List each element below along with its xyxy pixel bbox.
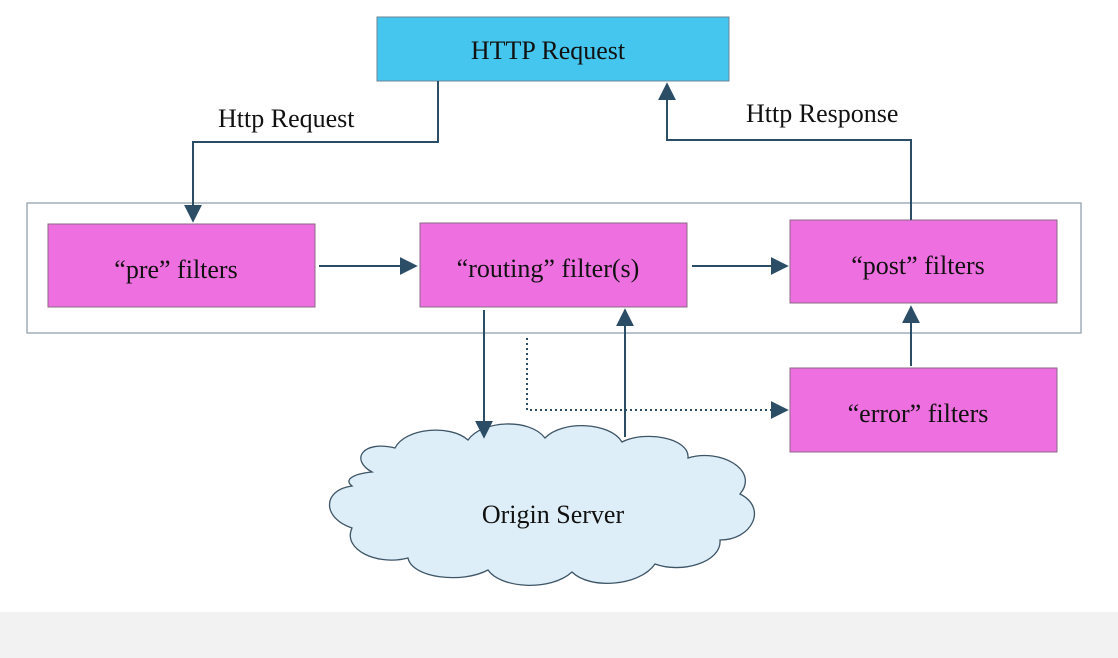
pre-filters-node: “pre” filters — [47, 223, 316, 308]
http-request-label: HTTP Request — [471, 36, 626, 65]
routing-filters-node: “routing” filter(s) — [419, 222, 688, 308]
edge-label-http-request: Http Request — [218, 104, 355, 133]
pre-filters-box — [47, 223, 316, 308]
http-request-box — [376, 16, 730, 82]
routing-filters-label: “routing” filter(s) — [457, 254, 640, 283]
post-filters-node: “post” filters — [789, 219, 1058, 304]
error-filters-label: “error” filters — [848, 399, 989, 428]
edge-label-http-response: Http Response — [746, 99, 898, 128]
post-filters-box — [789, 219, 1058, 304]
filter-chain-frame — [26, 202, 1082, 334]
origin-server-label: Origin Server — [482, 500, 625, 529]
edge-routing-to-error-dotted — [526, 338, 789, 419]
pre-filters-label: “pre” filters — [114, 255, 237, 284]
post-filters-label: “post” filters — [851, 251, 985, 280]
http-request-node: HTTP Request — [376, 16, 730, 82]
error-filters-node: “error” filters — [789, 367, 1058, 453]
edge-post-to-response — [658, 82, 912, 220]
bottom-bar — [0, 612, 1118, 658]
edge-request-to-pre — [184, 81, 439, 223]
error-filters-box — [789, 367, 1058, 453]
routing-filters-box — [419, 222, 688, 308]
origin-server-node: Origin Server — [328, 423, 755, 586]
